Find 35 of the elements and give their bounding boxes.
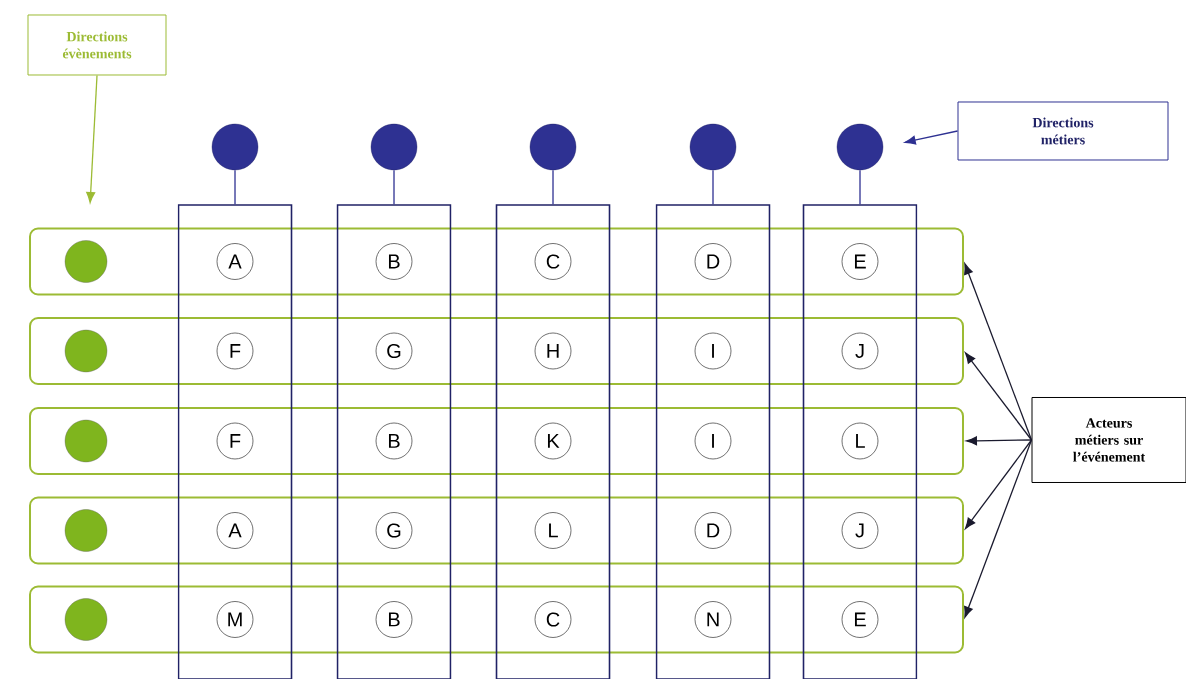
column-frame — [336, 204, 452, 679]
connector-line — [393, 169, 395, 205]
connector-line — [712, 169, 714, 205]
column-frame — [802, 204, 918, 679]
column-frame — [177, 204, 293, 679]
arrow — [964, 439, 1033, 618]
filled-circle — [64, 329, 108, 373]
filled-circle — [836, 123, 884, 171]
row-frame — [29, 317, 964, 385]
arrow — [964, 352, 1033, 441]
connector-line — [234, 169, 236, 205]
filled-circle — [64, 598, 108, 641]
filled-circle — [689, 123, 737, 171]
filled-circle — [64, 419, 108, 463]
column-frame — [495, 204, 611, 679]
filled-circle — [64, 240, 108, 283]
filled-circle — [370, 123, 418, 171]
row-frame — [29, 496, 964, 565]
label-box: Acteurs métiers sur l’événement — [1031, 397, 1186, 483]
row-frame — [29, 407, 964, 475]
arrow — [86, 74, 98, 204]
label-box: Directions évènements — [27, 14, 167, 76]
arrow — [965, 436, 1033, 446]
row-frame — [29, 227, 964, 296]
filled-circle — [529, 123, 577, 171]
row-frame — [29, 585, 964, 654]
label-box: Directions métiers — [957, 101, 1169, 161]
arrow — [964, 263, 1033, 441]
connector-line — [859, 169, 861, 205]
connector-line — [552, 169, 554, 205]
column-frame — [655, 204, 771, 679]
filled-circle — [64, 509, 108, 552]
arrow — [964, 439, 1033, 530]
filled-circle — [211, 123, 259, 171]
arrow — [904, 130, 959, 145]
